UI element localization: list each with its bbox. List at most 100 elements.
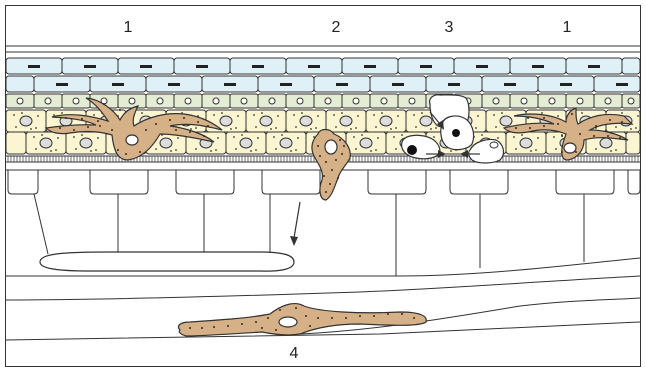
spinous-nucleus [420,116,432,126]
spinous-nucleus [280,138,292,148]
spinous-cell [626,132,640,154]
keratohyalin-dot [295,126,297,128]
corneocyte-remnant [616,83,628,86]
granule [189,327,191,329]
granule [561,151,563,153]
dermal-papilla [368,170,426,194]
label-3: 3 [445,19,454,36]
spinous-nucleus [80,138,92,148]
granule [373,315,375,317]
keratohyalin-dot [595,148,597,150]
granular-nucleus [241,98,247,104]
granular-nucleus [213,98,219,104]
keratohyalin-dot [521,134,523,136]
corneocyte-remnant [560,83,572,86]
spinous-nucleus [40,138,52,148]
dermal-papilla [450,170,508,194]
keratohyalin-dot [170,150,172,152]
corneocyte-remnant [308,65,320,68]
keratohyalin-dot [355,148,357,150]
keratohyalin-dot [381,112,383,114]
keratohyalin-dot [55,149,57,151]
granule [183,117,185,119]
granular-nucleus [493,98,499,104]
granule [329,183,331,185]
corneocyte-remnant [476,65,488,68]
corneocyte-remnant [420,65,432,68]
granule [125,153,127,155]
corneocyte-remnant [588,65,600,68]
granule [267,317,269,319]
keratohyalin-dot [317,115,319,117]
keratohyalin-dot [421,112,423,114]
keratohyalin-dot [213,114,215,116]
granule [207,125,209,127]
granule [145,129,147,131]
dermal-papilla [556,170,614,194]
keratohyalin-dot [35,148,37,150]
keratohyalin-dot [141,112,143,114]
granule [561,135,563,137]
spinous-nucleus [500,116,512,126]
granule [543,117,545,119]
granule [117,149,119,151]
keratohyalin-dot [390,128,392,130]
white-cell-left-nucleus [407,145,417,155]
spinous-nucleus [260,116,272,126]
keratohyalin-dot [281,134,283,136]
keratohyalin-dot [497,137,499,139]
keratohyalin-dot [610,150,612,152]
keratohyalin-dot [375,149,377,151]
corneocyte-remnant [224,83,236,86]
keratohyalin-dot [335,126,337,128]
granule [227,325,229,327]
granular-nucleus [353,98,359,104]
granule [325,191,327,193]
keratohyalin-dot [75,148,77,150]
granule [331,317,333,319]
keratohyalin-dot [375,126,377,128]
granular-nucleus [185,98,191,104]
langerhans-nucleus-right [564,143,576,153]
corneocyte-remnant [336,83,348,86]
granule [359,315,361,317]
langerhans-nucleus-migrating [325,140,337,154]
keratohyalin-dot [293,114,295,116]
corneocyte-remnant [392,83,404,86]
keratohyalin-dot [355,127,357,129]
keratohyalin-dot [295,149,297,151]
keratohyalin-dot [555,148,557,150]
keratohyalin-dot [361,134,363,136]
keratohyalin-dot [395,148,397,150]
keratohyalin-dot [155,148,157,150]
corneocyte-remnant [196,65,208,68]
granule [99,125,101,127]
keratohyalin-dot [30,128,32,130]
corneocyte-remnant [504,83,516,86]
keratohyalin-dot [430,128,432,130]
granule [593,135,595,137]
keratohyalin-dot [275,148,277,150]
granule [81,118,83,120]
keratohyalin-dot [257,137,259,139]
granule [197,121,199,123]
langerhans-nucleus-left [126,135,138,145]
granular-nucleus [17,98,23,104]
corneocyte-remnant [532,65,544,68]
corneocyte-remnant [28,65,40,68]
keratohyalin-dot [277,115,279,117]
keratohyalin-dot [33,136,35,138]
keratohyalin-dot [370,150,372,152]
keratohyalin-dot [615,126,617,128]
corneocyte-remnant [280,83,292,86]
keratohyalin-dot [393,136,395,138]
keratohyalin-dot [195,127,197,129]
keratohyalin-dot [481,134,483,136]
granular-nucleus [549,98,555,104]
keratohyalin-dot [97,137,99,139]
granule [241,323,243,325]
keratohyalin-dot [475,127,477,129]
granule [213,326,215,328]
keratohyalin-dot [250,150,252,152]
